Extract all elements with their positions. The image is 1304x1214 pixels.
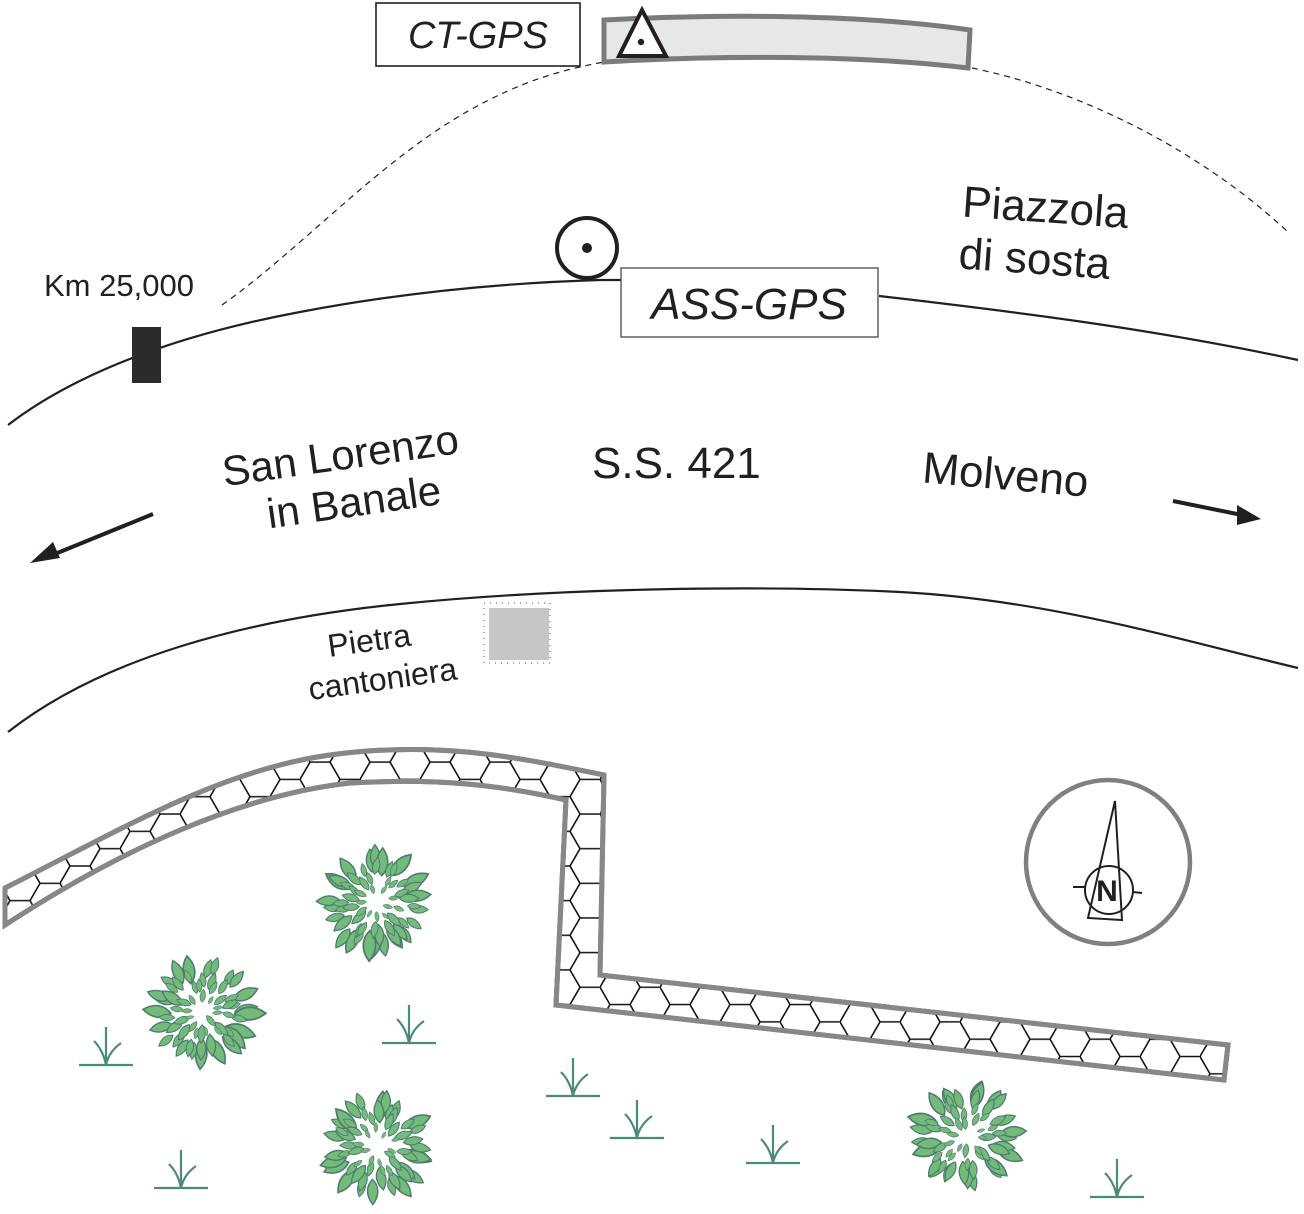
milestone-icon: [483, 602, 551, 664]
direction-right-label: Molveno: [921, 443, 1091, 506]
road-upper-edge: [7, 278, 1299, 426]
grass-icon: [154, 1150, 208, 1190]
tree-icon: [141, 954, 268, 1071]
grass-icon: [1090, 1159, 1144, 1199]
grass-icon: [610, 1100, 664, 1140]
km-marker-icon: [132, 327, 161, 383]
ass-gps-label: ASS-GPS: [648, 280, 847, 329]
tree-icon: [906, 1080, 1028, 1192]
grass-icon: [746, 1125, 800, 1165]
north-arrow-icon: N: [1023, 777, 1193, 947]
direction-right-label-text: Molveno: [921, 443, 1091, 506]
ass-gps-label-box: ASS-GPS: [620, 267, 879, 338]
tree-icon: [319, 1089, 433, 1206]
tree-icon: [315, 843, 433, 963]
platform-dashed-outline: [221, 61, 1289, 306]
ct-gps-label: CT-GPS: [408, 15, 548, 57]
rest-area-label-line1: Piazzola: [961, 178, 1131, 239]
rest-area-label: Piazzola di sosta: [957, 178, 1131, 289]
ct-gps-triangle-icon: [615, 5, 670, 58]
milestone-label-line1: Pietra: [325, 617, 413, 664]
grass-icon: [79, 1027, 133, 1067]
grass-icon: [546, 1058, 600, 1098]
arrow-left-icon: [30, 512, 154, 563]
ct-gps-label-box: CT-GPS: [375, 2, 581, 67]
km-marker-label: Km 25,000: [44, 268, 194, 303]
arrow-right-icon: [1172, 499, 1261, 525]
direction-left-label: San Lorenzo in Banale: [219, 415, 461, 537]
road-name-label: S.S. 421: [592, 439, 761, 488]
grass-icon: [382, 1005, 436, 1045]
north-label: N: [1096, 875, 1118, 908]
ct-gps-slab: [601, 13, 973, 71]
milestone-label: Pietra cantoniera: [306, 617, 459, 707]
road-lower-edge: [7, 587, 1299, 733]
rest-area-label-line2: di sosta: [957, 229, 1112, 288]
ass-gps-circle-icon: [555, 216, 619, 280]
